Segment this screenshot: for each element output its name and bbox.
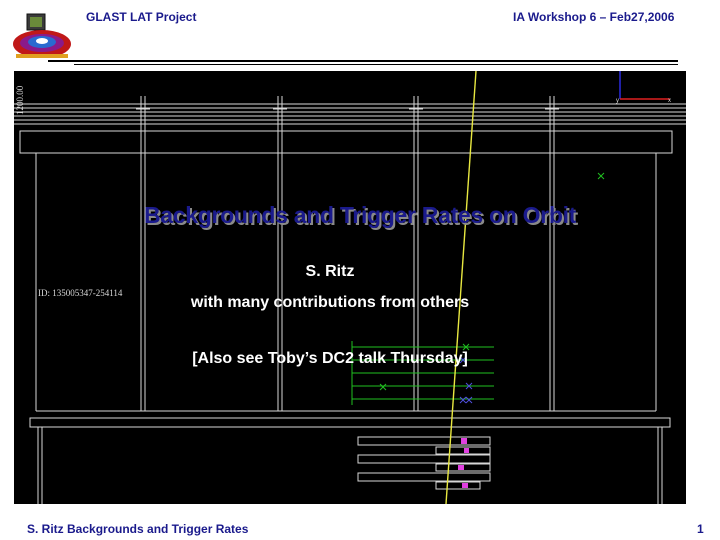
- axis-y-label: y: [616, 98, 619, 104]
- event-display: y x ID: 135005347-254114 1200.00: [14, 71, 686, 504]
- talk-note: [Also see Toby’s DC2 talk Thursday]: [192, 350, 468, 367]
- axis-x-label: x: [668, 98, 671, 104]
- footer-text: S. Ritz Backgrounds and Trigger Rates: [27, 522, 249, 536]
- header-rule-thin: [74, 64, 678, 65]
- glast-logo: [10, 10, 74, 64]
- detector-drawing: y x: [14, 71, 686, 504]
- scale-label: 1200.00: [15, 85, 25, 115]
- slide-title: Backgrounds and Trigger Rates on Orbit: [143, 202, 577, 228]
- event-id: ID: 135005347-254114: [38, 288, 123, 298]
- contributions-line: with many contributions from others: [190, 294, 470, 311]
- workshop-date: IA Workshop 6 – Feb27,2006: [513, 10, 675, 24]
- gamma-track: [445, 71, 477, 504]
- project-name: GLAST LAT Project: [86, 10, 197, 24]
- author: S. Ritz: [305, 263, 355, 280]
- page-number: 1: [697, 522, 704, 536]
- header-rule: [48, 60, 678, 62]
